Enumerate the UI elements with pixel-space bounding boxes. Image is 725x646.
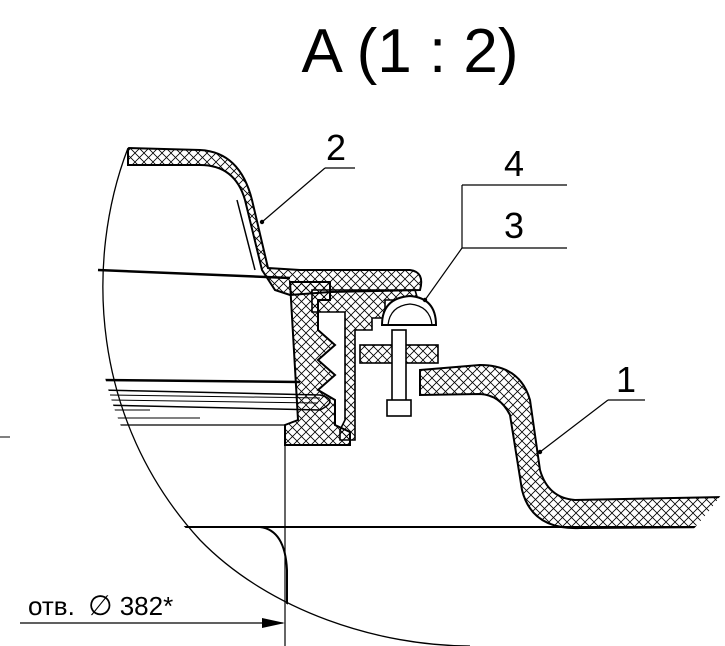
detail-boundary-arc xyxy=(102,147,471,646)
part-1-shell xyxy=(419,363,725,530)
callout-label-2: 2 xyxy=(326,127,346,168)
callout-2: 2 xyxy=(259,127,355,225)
diameter-symbol: ∅ xyxy=(88,590,112,621)
bolt-nut xyxy=(386,399,412,417)
part-4-cap xyxy=(380,294,438,326)
callout-1: 1 xyxy=(537,359,645,455)
dimension-label: отв. ∅ 382* xyxy=(28,590,173,621)
callout-label-4: 4 xyxy=(504,143,524,184)
dimension-value: 382* xyxy=(120,591,174,621)
callout-label-1: 1 xyxy=(616,359,636,400)
dimension-prefix: отв. xyxy=(28,591,75,621)
view-title: A (1 : 2) xyxy=(301,17,518,86)
callout-label-3: 3 xyxy=(504,205,524,246)
dimension-arrow xyxy=(262,618,285,628)
part-2-cover xyxy=(127,146,423,297)
callout-3-4: 4 3 xyxy=(422,143,567,303)
